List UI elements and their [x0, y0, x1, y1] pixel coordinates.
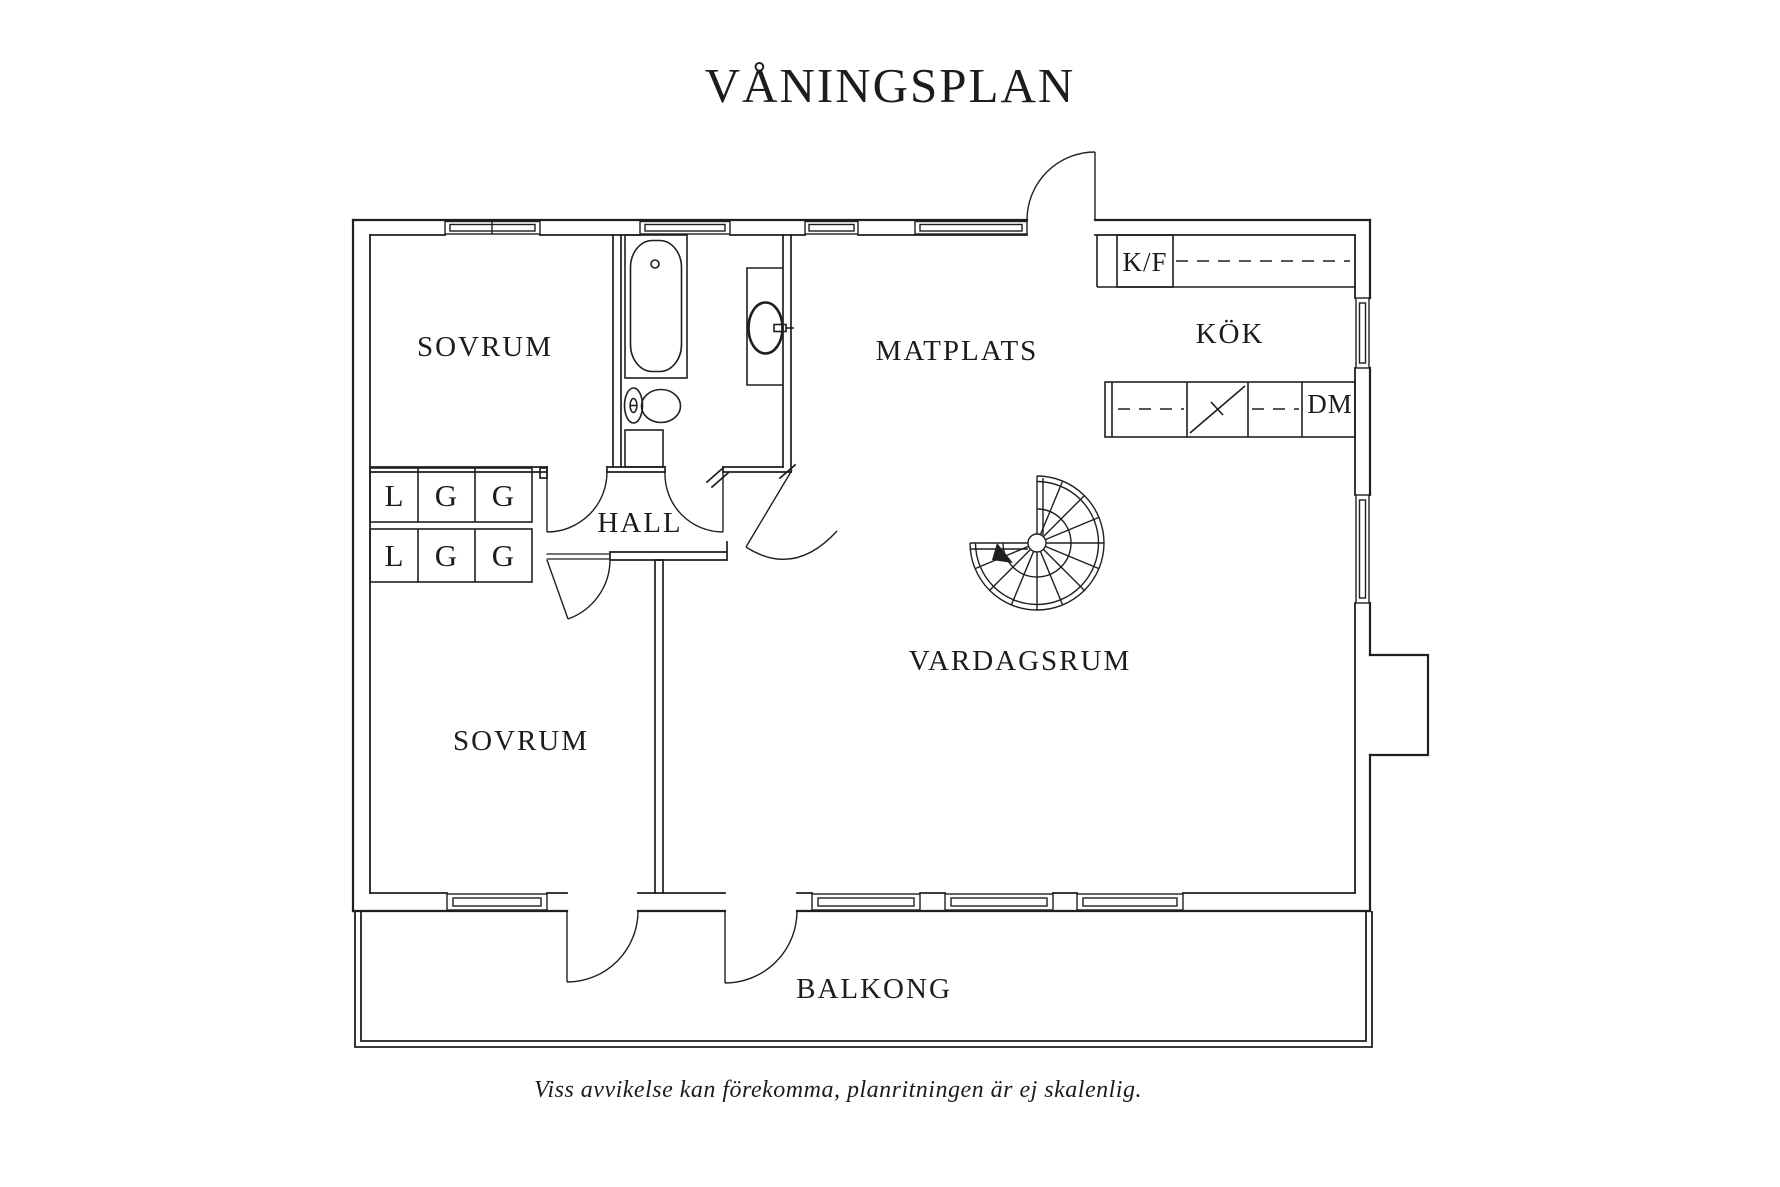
- window-living-bottom-1: [811, 893, 921, 911]
- window-bedroom-top: [444, 220, 541, 235]
- entry-door: [1026, 151, 1096, 221]
- appliance-label-dishwasher: DM: [1307, 389, 1353, 419]
- balcony-door-left: [566, 910, 639, 983]
- appliance-label-fridge-freezer: K/F: [1122, 247, 1167, 277]
- wall-bump-out: [1368, 653, 1430, 757]
- closet-label-row1-g2: G: [492, 478, 514, 513]
- bathtub: [624, 234, 688, 379]
- partition-walls: [369, 234, 797, 894]
- window-living-bottom-2: [944, 893, 1054, 911]
- closet-label-row2-l: L: [385, 538, 404, 573]
- toilet: [623, 387, 682, 424]
- window-dining-large: [914, 220, 1028, 235]
- room-label-balkong: BALKONG: [796, 973, 952, 1005]
- bathtub-drain: [650, 259, 660, 269]
- room-label-sovrum-bottom: SOVRUM: [453, 725, 589, 757]
- closet-label-row2-g2: G: [492, 538, 514, 573]
- window-living-bottom-3: [1076, 893, 1184, 911]
- kitchen-counter-top: [1096, 234, 1355, 288]
- room-label-matplats: MATPLATS: [876, 335, 1039, 367]
- closet-label-row1-l: L: [385, 478, 404, 513]
- stair-direction-arrow: [992, 543, 1013, 563]
- closet-label-row2-g1: G: [435, 538, 457, 573]
- closet-label-row1-g1: G: [435, 478, 457, 513]
- bathroom-cabinet: [624, 429, 664, 468]
- window-living-right: [1355, 494, 1370, 604]
- bedroom-top-door: [546, 471, 608, 533]
- room-label-hall: HALL: [597, 507, 682, 539]
- room-label-sovrum-top: SOVRUM: [417, 331, 553, 363]
- window-bathroom: [639, 220, 731, 235]
- room-label-kok: KÖK: [1196, 318, 1265, 350]
- bathroom-door: [664, 471, 724, 533]
- window-bedroom-bottom: [446, 893, 548, 911]
- disclaimer-text: Viss avvikelse kan förekomma, planritnin…: [534, 1077, 1142, 1103]
- window-dining-small: [804, 220, 859, 235]
- spiral-staircase: [969, 475, 1105, 611]
- stove-symbol-tick: [1210, 401, 1224, 416]
- sink: [746, 267, 794, 386]
- outer-walls: [351, 218, 1430, 913]
- window-kitchen-right: [1355, 297, 1370, 369]
- balcony-rail: [354, 911, 1373, 1048]
- doors: [546, 151, 1096, 984]
- windows: [444, 220, 1370, 911]
- bedroom-bottom-door: [546, 559, 611, 620]
- kitchen-counter-bottom: [1104, 381, 1356, 438]
- room-label-vardagsrum: VARDAGSRUM: [909, 645, 1132, 677]
- balcony-door-right: [724, 910, 798, 984]
- page-title: VÅNINGSPLAN: [705, 58, 1075, 113]
- hall-dining-door: [745, 469, 838, 560]
- closet-blocks: [369, 467, 533, 583]
